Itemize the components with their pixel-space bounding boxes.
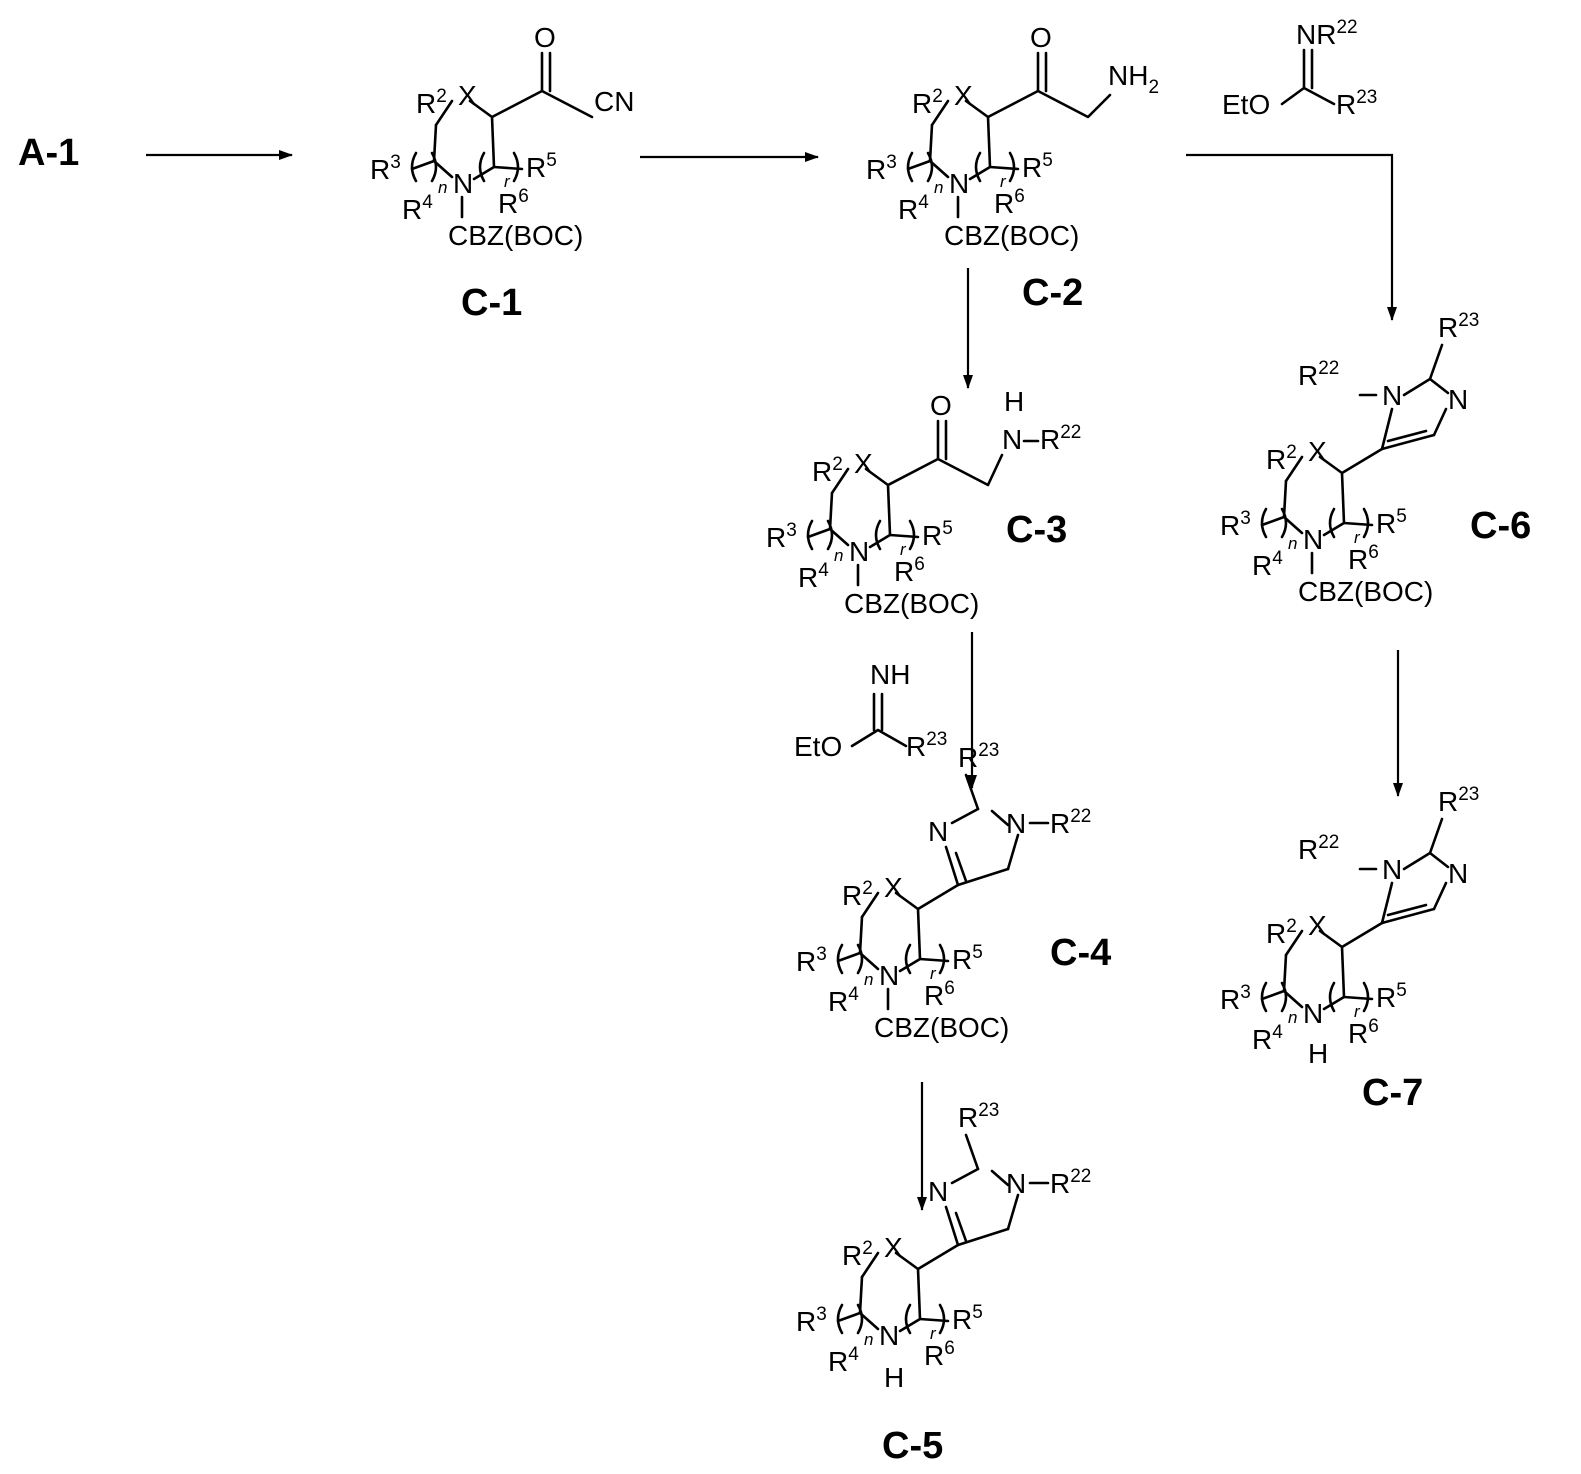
svg-text:CN: CN — [594, 86, 634, 117]
svg-text:CBZ(BOC): CBZ(BOC) — [944, 220, 1079, 251]
svg-text:N: N — [1006, 1168, 1026, 1199]
svg-text:CBZ(BOC): CBZ(BOC) — [1298, 576, 1433, 607]
compound-label-c1: C-1 — [461, 282, 522, 324]
svg-text:N: N — [1382, 854, 1402, 885]
compound-label-a1: A-1 — [18, 132, 79, 174]
svg-text:R23: R23 — [1438, 784, 1479, 817]
svg-text:N: N — [1002, 424, 1022, 455]
svg-text:R22: R22 — [1298, 358, 1339, 391]
svg-text:R23: R23 — [958, 1100, 999, 1133]
svg-text:EtO: EtO — [1222, 89, 1270, 120]
svg-text:N: N — [928, 1176, 948, 1207]
compound-c5: N N R22 R23 H — [794, 1100, 1091, 1393]
svg-text:CBZ(BOC): CBZ(BOC) — [874, 1012, 1009, 1043]
svg-text:N: N — [1382, 380, 1402, 411]
svg-text:O: O — [1030, 22, 1052, 53]
reagent-imidate-nr22: EtO NR22 R23 — [1222, 17, 1377, 120]
svg-text:O: O — [930, 390, 952, 421]
svg-text:N: N — [1006, 808, 1026, 839]
svg-text:H: H — [884, 1362, 904, 1393]
svg-text:O: O — [534, 22, 556, 53]
svg-text:N: N — [928, 816, 948, 847]
compound-c3: O H N R22 CBZ(BOC) — [764, 386, 1081, 619]
svg-text:R22: R22 — [1050, 1166, 1091, 1199]
svg-text:R23: R23 — [906, 729, 947, 762]
arrow-c2-c6 — [1186, 153, 1397, 321]
svg-text:N: N — [1448, 384, 1468, 415]
reagent-imidate-nh: NH EtO R23 — [794, 659, 947, 762]
compound-c7: N N R22 R23 H — [1218, 784, 1479, 1069]
svg-text:CBZ(BOC): CBZ(BOC) — [448, 220, 583, 251]
svg-text:R22: R22 — [1040, 422, 1081, 455]
svg-text:R22: R22 — [1050, 806, 1091, 839]
svg-text:R23: R23 — [1336, 87, 1377, 120]
svg-text:NH2: NH2 — [1108, 60, 1159, 98]
compound-c2: O NH2 CBZ(BOC) — [864, 22, 1159, 251]
svg-text:H: H — [1308, 1038, 1328, 1069]
svg-text:R22: R22 — [1298, 832, 1339, 865]
compound-label-c5: C-5 — [882, 1425, 943, 1467]
compound-label-c7: C-7 — [1362, 1072, 1423, 1114]
svg-text:CBZ(BOC): CBZ(BOC) — [844, 588, 979, 619]
svg-text:EtO: EtO — [794, 731, 842, 762]
compound-c4: N N R22 R23 CBZ(BOC) — [794, 740, 1091, 1043]
svg-text:R23: R23 — [958, 740, 999, 773]
svg-text:R23: R23 — [1438, 310, 1479, 343]
svg-text:NH: NH — [870, 659, 910, 690]
compound-label-c6: C-6 — [1470, 505, 1531, 547]
compound-c6: N N R22 R23 CBZ(BOC) — [1218, 310, 1479, 607]
compound-label-c4: C-4 — [1050, 932, 1111, 974]
compound-label-c2: C-2 — [1022, 272, 1083, 314]
svg-text:N: N — [1448, 858, 1468, 889]
compound-c1: O CN CBZ(BOC) — [368, 22, 634, 251]
compound-label-c3: C-3 — [1006, 509, 1067, 551]
svg-text:NR22: NR22 — [1296, 17, 1358, 50]
svg-text:H: H — [1004, 386, 1024, 417]
